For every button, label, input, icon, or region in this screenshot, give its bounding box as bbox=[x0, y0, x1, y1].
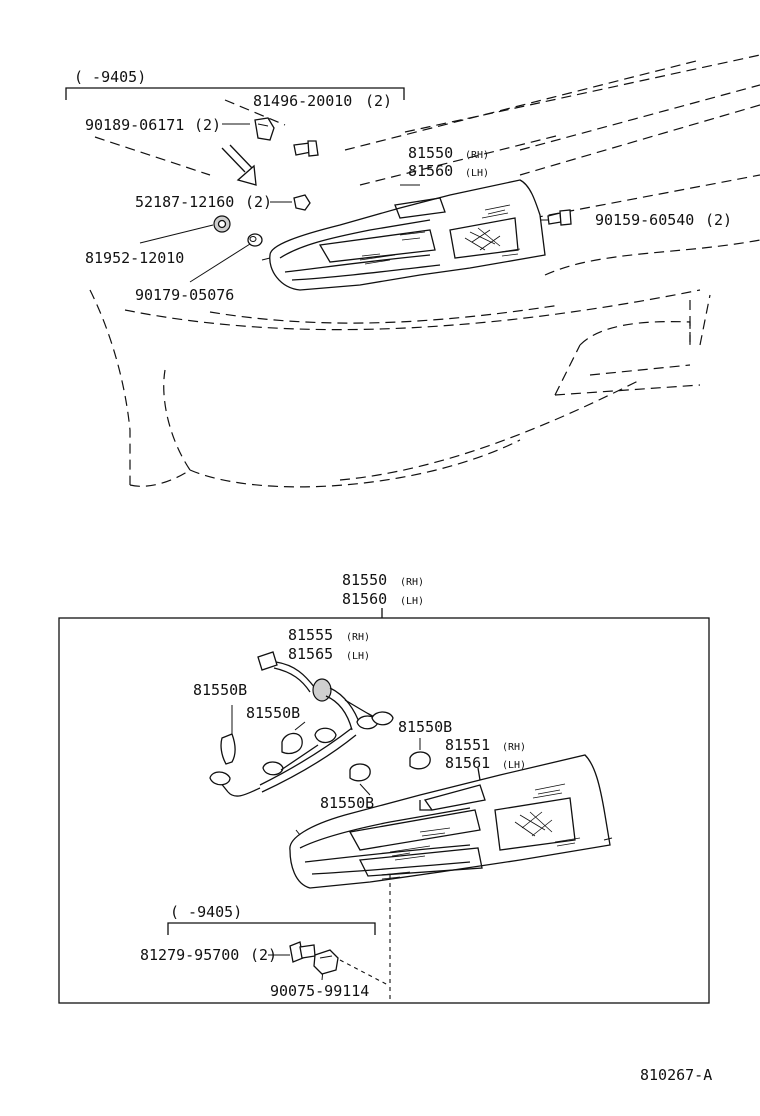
part-number: 81561 bbox=[445, 754, 490, 772]
date-bracket-upper: ( -9405) bbox=[65, 68, 405, 100]
date-bracket-lower: ( -9405) bbox=[167, 903, 376, 935]
part-number: 90159-60540 bbox=[595, 211, 694, 229]
part-number: 81560 bbox=[342, 590, 387, 608]
part-number: 81952-12010 bbox=[85, 249, 184, 267]
date-range-label: ( -9405) bbox=[170, 903, 242, 921]
part-number: 81550B bbox=[320, 794, 374, 812]
washer-icon bbox=[247, 233, 263, 247]
part-number: 90179-05076 bbox=[135, 286, 234, 304]
part-qty: (2) bbox=[245, 193, 272, 211]
part-number: 52187-12160 bbox=[135, 193, 234, 211]
tail-lamp-upper bbox=[261, 179, 546, 291]
nut-icon bbox=[293, 194, 311, 211]
screw-icon bbox=[293, 140, 319, 157]
lower-labels: 81555 (RH) 81565 (LH) 81550B 81550B 8155… bbox=[140, 626, 526, 1000]
bulb-round-icon bbox=[349, 763, 371, 796]
part-number: 81550 bbox=[342, 571, 387, 589]
part-number: 81555 bbox=[288, 626, 333, 644]
part-qty: (2) bbox=[250, 946, 277, 964]
side-note: (LH) bbox=[465, 168, 489, 179]
part-number: 81551 bbox=[445, 736, 490, 754]
bulb-round-icon bbox=[281, 721, 306, 755]
date-range-label: ( -9405) bbox=[74, 68, 146, 86]
screw-icon bbox=[289, 941, 316, 963]
part-number: 81496-20010 bbox=[253, 92, 352, 110]
upper-labels: 81496-20010 (2) 90189-06171 (2) 81550 (R… bbox=[85, 92, 732, 304]
part-number: 81550B bbox=[246, 704, 300, 722]
connector-icon bbox=[257, 651, 278, 671]
vehicle-body-outline bbox=[89, 54, 760, 488]
side-note: (RH) bbox=[346, 632, 370, 643]
grommet-icon bbox=[213, 215, 231, 233]
part-number: 81560 bbox=[408, 162, 453, 180]
part-number: 81565 bbox=[288, 645, 333, 663]
side-note: (RH) bbox=[400, 577, 424, 588]
part-qty: (2) bbox=[365, 92, 392, 110]
side-note: (RH) bbox=[465, 150, 489, 161]
side-note: (RH) bbox=[502, 742, 526, 753]
part-number: 81550B bbox=[398, 718, 452, 736]
bolt-icon bbox=[547, 209, 572, 226]
part-number: 90075-99114 bbox=[270, 982, 369, 1000]
side-note: (LH) bbox=[502, 760, 526, 771]
figure-id: 810267-A bbox=[640, 1066, 712, 1084]
part-qty: (2) bbox=[705, 211, 732, 229]
bulb-wedge-icon bbox=[220, 705, 236, 765]
assembly-frame bbox=[58, 617, 710, 1004]
tail-lamp-lower bbox=[289, 754, 613, 889]
bulb-round-icon bbox=[409, 738, 431, 770]
part-number: 81279-95700 bbox=[140, 946, 239, 964]
socket-icon bbox=[313, 949, 339, 975]
side-note: (LH) bbox=[346, 651, 370, 662]
part-number: 90189-06171 bbox=[85, 116, 184, 134]
direction-arrow-icon bbox=[221, 144, 257, 186]
side-note: (LH) bbox=[400, 596, 424, 607]
clip-icon bbox=[254, 117, 275, 141]
part-number: 81550 bbox=[408, 144, 453, 162]
part-number: 81550B bbox=[193, 681, 247, 699]
assembly-header: 81550 (RH) 81560 (LH) bbox=[342, 571, 424, 618]
wire-harness bbox=[209, 651, 394, 797]
part-qty: (2) bbox=[194, 116, 221, 134]
